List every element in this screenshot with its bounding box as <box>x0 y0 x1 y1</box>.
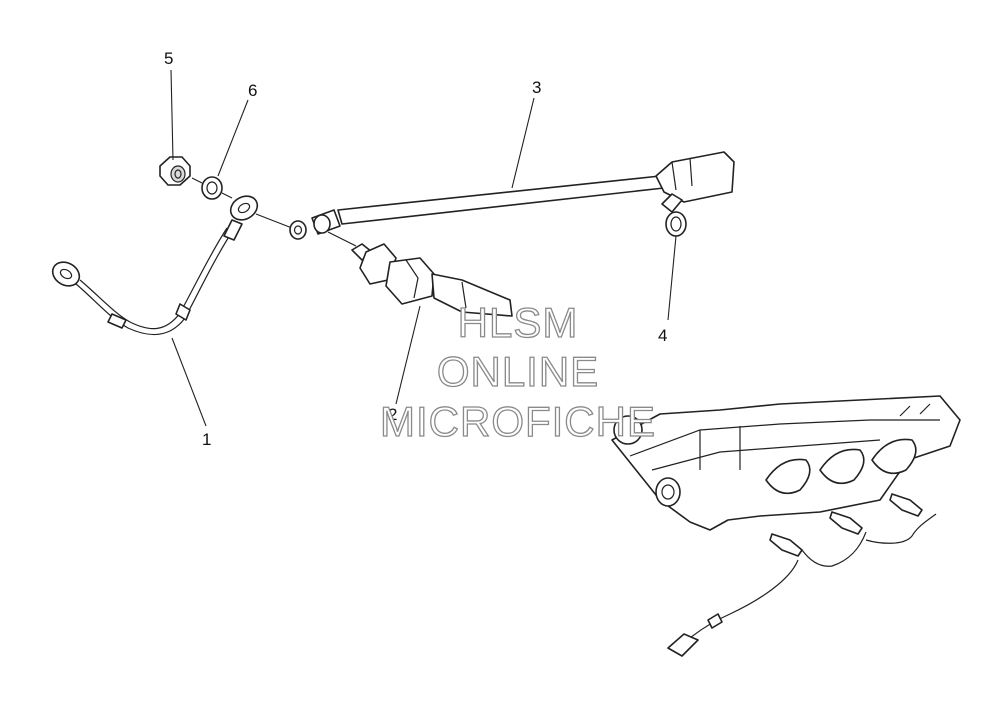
leader-lines <box>170 69 677 427</box>
watermark-line-3: MICROFICHE <box>380 398 656 445</box>
part-6-washer <box>201 176 223 200</box>
part-4-clip <box>661 193 687 237</box>
part-5-nut <box>159 156 191 186</box>
watermark-line-2: ONLINE <box>437 348 599 395</box>
inset-cylinder-head <box>611 395 961 657</box>
callout-6: 6 <box>248 81 257 100</box>
part-3-harness <box>289 151 735 240</box>
callout-4: 4 <box>658 326 667 345</box>
part-1-ground-cable <box>51 195 259 336</box>
callout-5: 5 <box>164 49 173 68</box>
watermark-line-1: HLSM <box>458 299 579 346</box>
callout-3: 3 <box>532 78 541 97</box>
callout-2: 2 <box>388 405 397 424</box>
watermark: HLSM ONLINE MICROFICHE <box>379 298 656 445</box>
part-2-glow-plug <box>327 231 513 317</box>
callout-1: 1 <box>202 430 211 449</box>
